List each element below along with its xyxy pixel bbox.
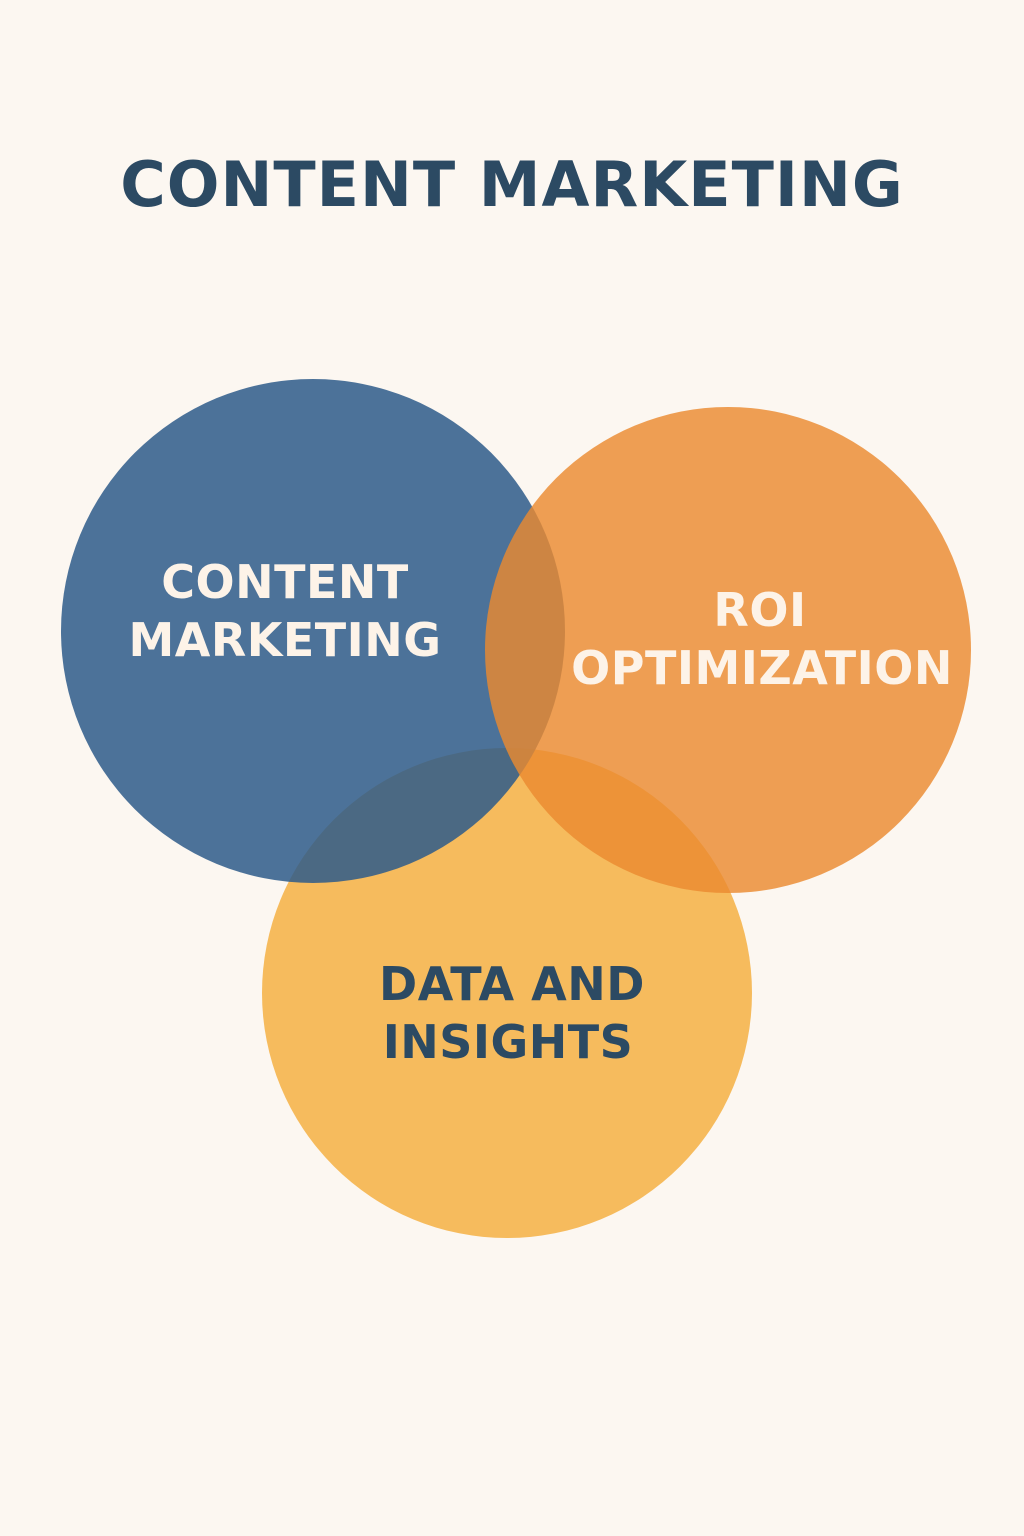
circle-content-marketing bbox=[61, 379, 565, 883]
circle-roi-optimization bbox=[485, 407, 971, 893]
label-content-marketing-line1: CONTENT bbox=[161, 555, 409, 609]
label-data-and-insights-line1: DATA AND bbox=[379, 957, 645, 1011]
label-content-marketing-line2: MARKETING bbox=[128, 613, 441, 667]
label-roi-optimization-line1: ROI bbox=[713, 583, 806, 637]
label-roi-optimization-line2: OPTIMIZATION bbox=[571, 641, 953, 695]
venn-circles bbox=[61, 379, 971, 1238]
venn-labels: CONTENT MARKETING ROI OPTIMIZATION DATA … bbox=[128, 555, 952, 1069]
page-title: CONTENT MARKETING bbox=[120, 148, 904, 221]
label-data-and-insights-line2: INSIGHTS bbox=[383, 1015, 634, 1069]
